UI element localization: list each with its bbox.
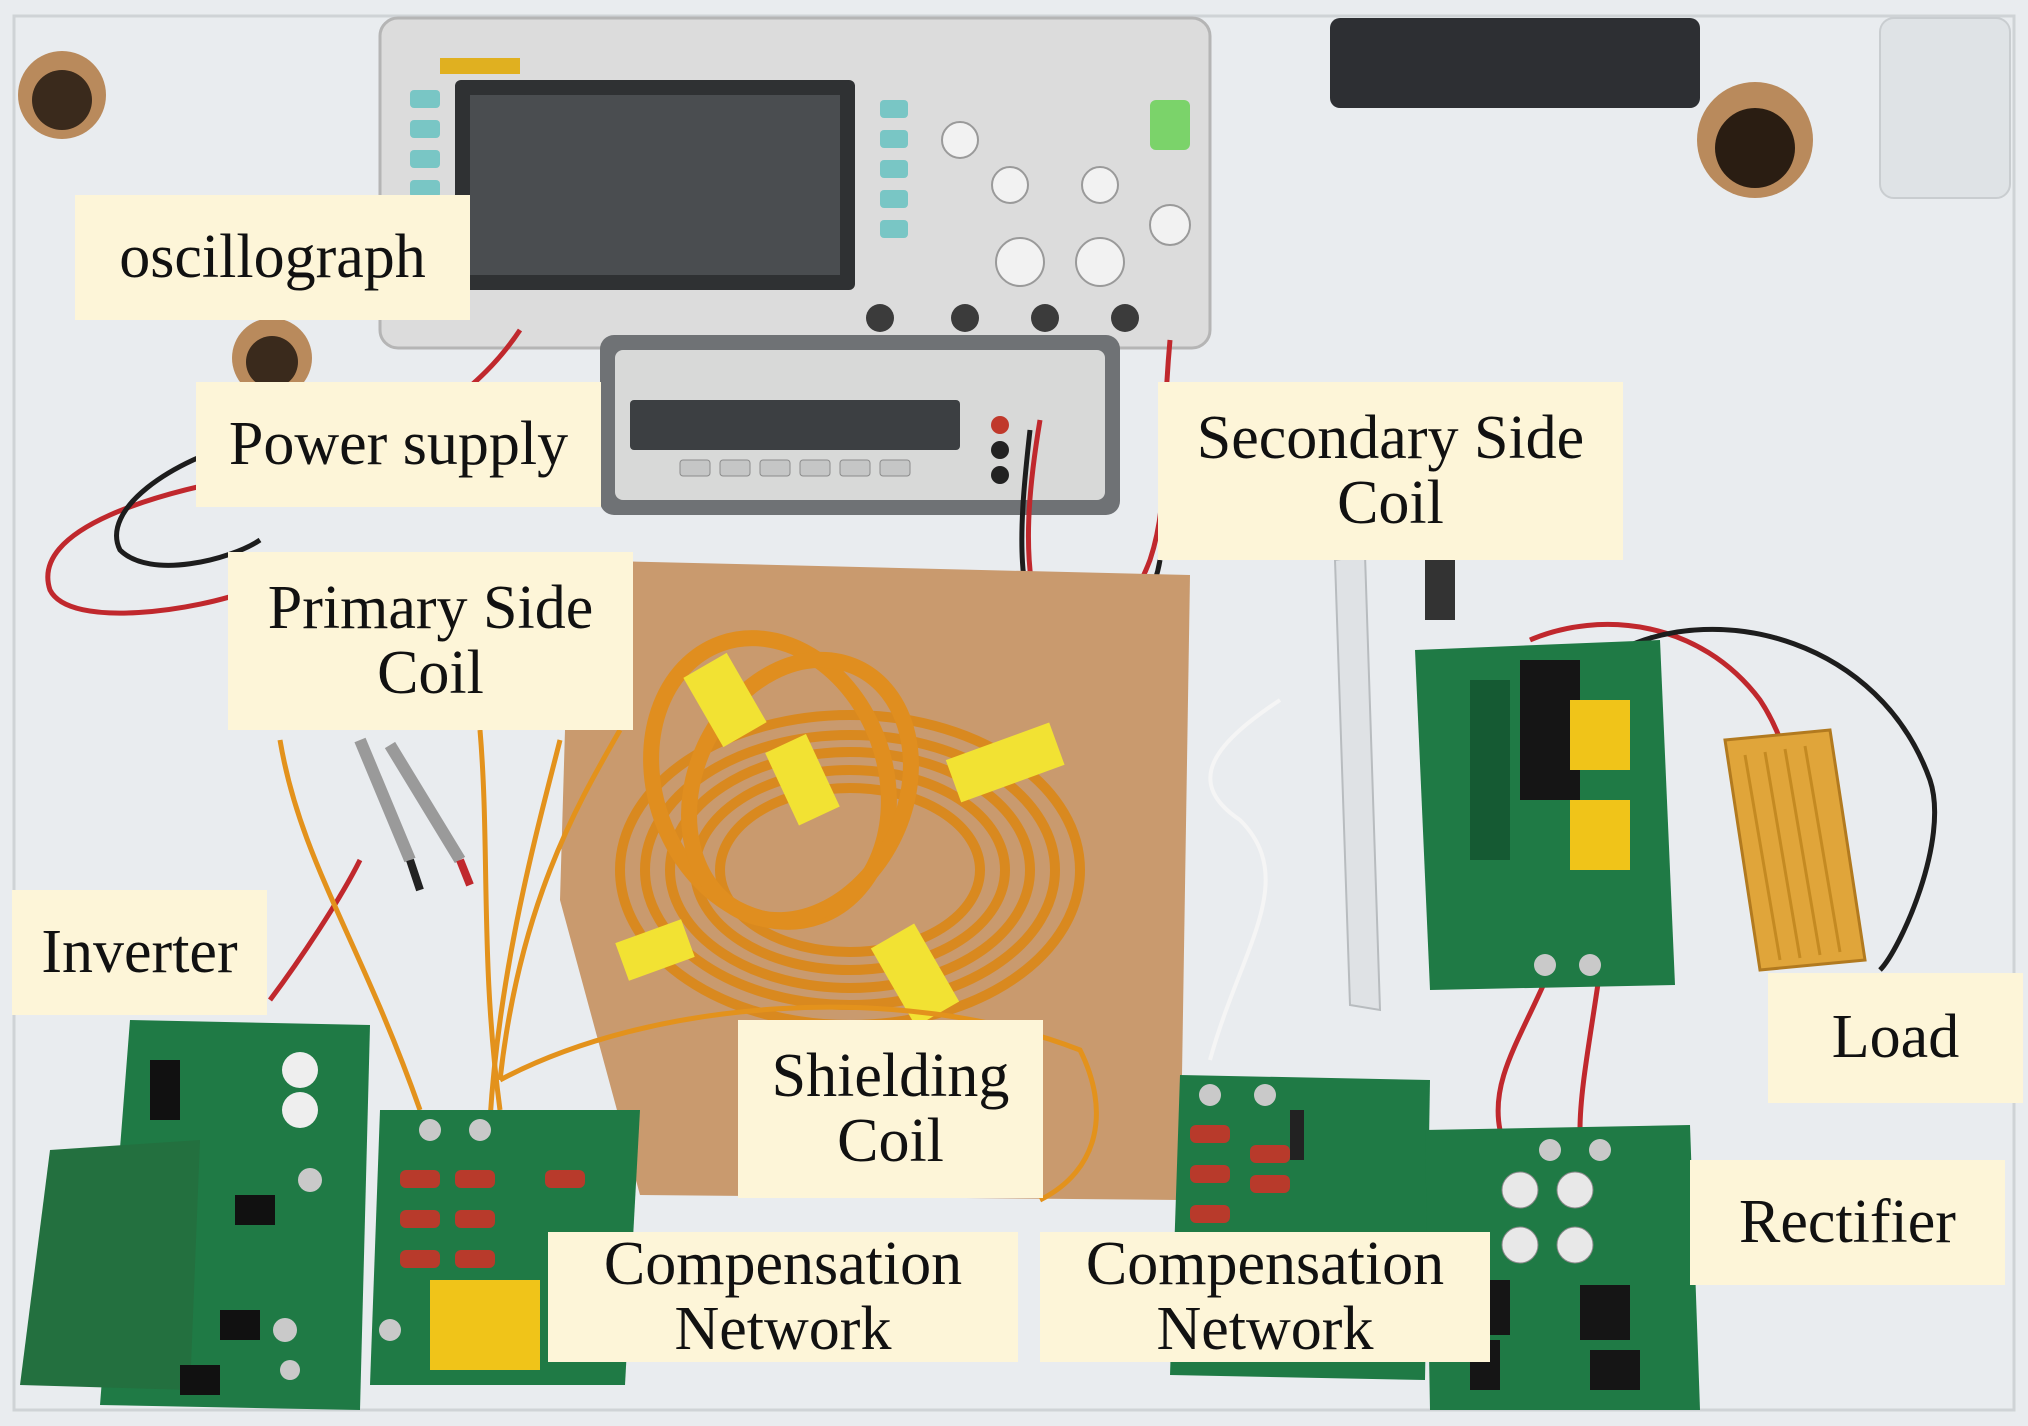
table-border <box>12 14 2016 1412</box>
primary-coil-ring <box>643 630 919 930</box>
label-shielding-coil: Shielding Coil <box>738 1020 1043 1198</box>
inverter-board <box>20 1020 370 1410</box>
label-oscillograph: oscillograph <box>75 195 470 320</box>
label-secondary-side-coil: Secondary Side Coil <box>1158 382 1623 560</box>
kapton-tape <box>615 652 1065 1027</box>
white-wire <box>1208 698 1282 1061</box>
label-compensation-network-left: Compensation Network <box>548 1231 1018 1362</box>
test-probes <box>354 737 474 892</box>
label-power-supply: Power supply <box>196 382 601 507</box>
oscilloscope <box>378 16 1212 350</box>
plastic-bag <box>1879 17 2011 199</box>
power-supply-unit <box>600 335 1120 515</box>
dark-device <box>1330 18 1700 108</box>
label-rectifier: Rectifier <box>1690 1160 2005 1285</box>
label-load: Load <box>1768 973 2023 1103</box>
label-primary-side-coil: Primary Side Coil <box>228 552 633 730</box>
litz-wires <box>277 728 1099 1203</box>
receiver-board <box>1415 640 1675 990</box>
label-inverter: Inverter <box>12 890 267 1015</box>
load-resistor <box>1723 728 1867 972</box>
label-compensation-network-right: Compensation Network <box>1040 1231 1490 1362</box>
